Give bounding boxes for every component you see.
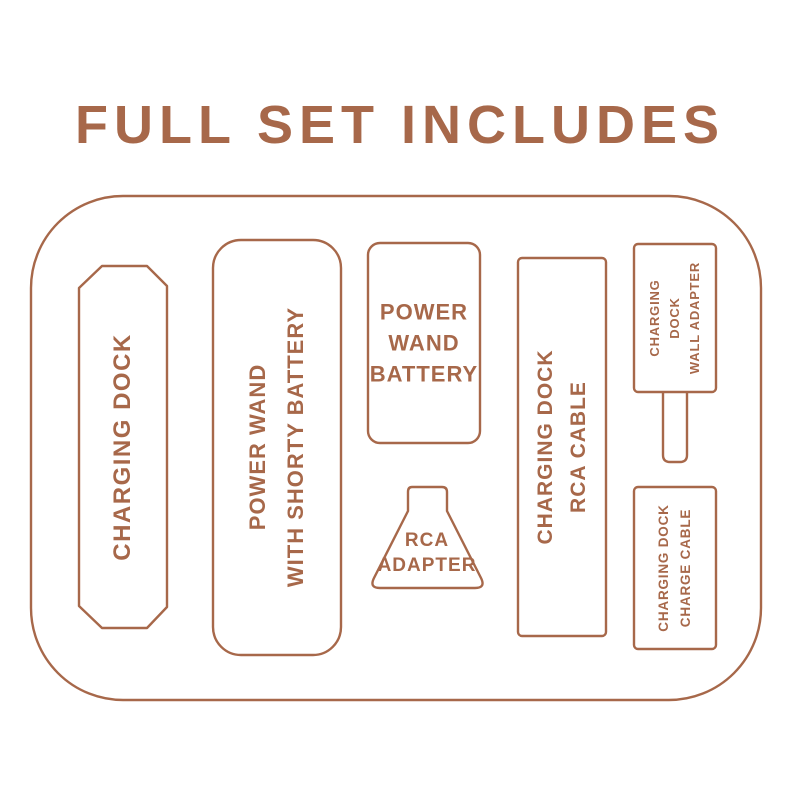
rca-cable-outline xyxy=(516,256,608,638)
charging-dock-label: CHARGING DOCK xyxy=(109,333,136,561)
charging-dock-wall-adapter-label: CHARGING DOCK WALL ADAPTER xyxy=(647,261,702,375)
wall-adapter-outline xyxy=(632,242,718,394)
power-wand-battery-label: POWER WAND BATTERY xyxy=(369,299,479,387)
rca-adapter-outline xyxy=(371,485,484,590)
case-outline xyxy=(29,194,763,702)
page-title: FULL SET INCLUDES xyxy=(74,95,725,155)
rca-adapter-label: RCA ADAPTER xyxy=(377,530,477,576)
power-wand-label: POWER WAND WITH SHORTY BATTERY xyxy=(245,306,308,588)
charging-dock-rca-cable-label: CHARGING DOCK RCA CABLE xyxy=(534,349,590,545)
power-wand-battery-outline xyxy=(366,241,482,445)
wall-adapter-stem-outline xyxy=(661,392,689,464)
charging-dock-charge-cable-label: CHARGING DOCK CHARGE CABLE xyxy=(656,504,693,632)
power-wand-outline xyxy=(211,238,343,657)
charging-dock-outline xyxy=(77,264,169,630)
charge-cable-outline xyxy=(632,485,718,651)
